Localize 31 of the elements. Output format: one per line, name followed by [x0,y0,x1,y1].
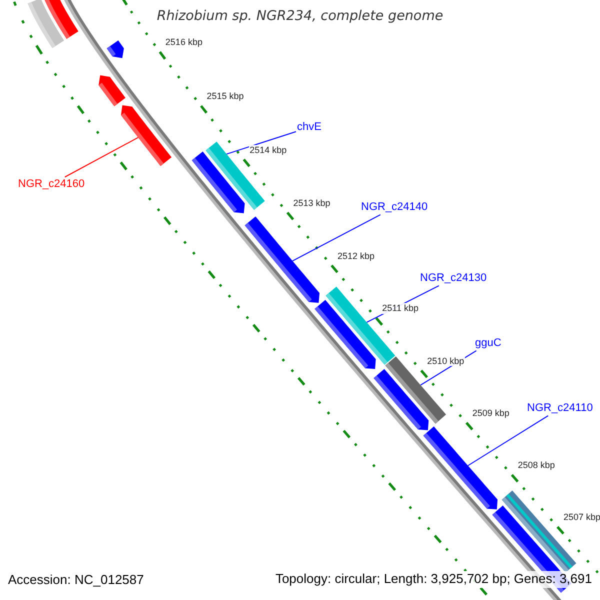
tick-label: 2515 kbp [206,91,245,102]
gene-label: chvE [297,121,322,134]
gene-bar [98,75,126,106]
leader-line [226,131,296,155]
genome-info-text: Topology: circular; Length: 3,925,702 bp; Genes: 3,691 [273,571,594,588]
tick-label: 2509 kbp [471,408,510,418]
tick-label: 2514 kbp [248,144,288,156]
gene-label: NGR_c24130 [420,272,487,285]
gene-label: gguC [475,337,502,350]
gene-label: NGR_c24160 [18,178,85,191]
tick-label: 2513 kbp [292,198,332,208]
gene-bar [423,426,498,510]
tick-label: 2512 kbp [336,250,376,262]
leader-line [467,415,549,466]
gene-label: NGR_c24110 [527,402,593,415]
tick-label: 2508 kbp [516,460,556,471]
gene-label: NGR_c24140 [361,201,428,214]
tick-label: 2510 kbp [426,356,466,366]
leader-line [292,214,381,262]
tick-label: 2507 kbp [562,512,600,523]
gene-bar [314,300,376,369]
gene-bar [106,40,124,58]
gene-bar [374,368,429,430]
accession-text: Accession: NC_012587 [8,573,144,588]
tick-label: 2511 kbp [381,303,420,314]
gene-bar [244,216,320,303]
tick-label: 2516 kbp [164,37,204,48]
gene-bar [121,105,172,166]
title: Rhizobium sp. NGR234, complete genome [156,9,444,25]
leader-line [64,136,139,178]
gene-bar [43,0,78,39]
